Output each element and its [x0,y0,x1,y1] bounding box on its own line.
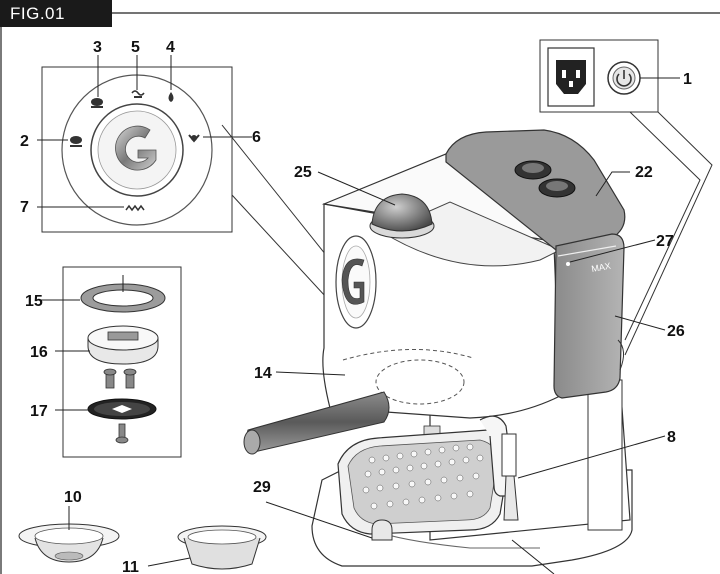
callout-17: 17 [30,403,48,420]
filter-holder-detail [37,266,182,458]
brand-logo-icon [115,125,157,171]
control-panel-detail [37,55,252,233]
water-tank [553,233,625,399]
callout-11: 11 [122,559,139,574]
callout-16: 16 [30,344,48,361]
single-filter [18,506,120,563]
coffee-cup-icon [91,98,103,108]
drip-tray-float [371,519,393,541]
callout-26: 26 [667,323,685,340]
callout-8: 8 [667,429,676,446]
callout-29: 29 [253,479,271,496]
steam-knob [371,193,433,232]
callout-14: 14 [254,365,272,382]
power-detail [539,39,680,113]
front-logo-icon [341,258,365,305]
dashed-brew-group [375,359,465,405]
leader-lines [265,171,666,574]
callout-7: 7 [20,199,29,216]
top-dark-section [445,129,626,251]
callout-22: 22 [635,164,653,181]
figure-label: FIG.01 [0,0,112,27]
double-filter [147,525,267,570]
max-level-mark: MAX [591,261,612,274]
callout-15: 15 [25,293,43,310]
callout-10: 10 [64,489,82,506]
steam-icon [131,90,145,98]
callout-3: 3 [93,39,102,56]
coffee-machine: MAX [243,129,633,567]
callout-27: 27 [656,233,674,250]
callout-2: 2 [20,133,29,150]
callout-5: 5 [131,39,140,56]
callout-25: 25 [294,164,312,181]
callout-6: 6 [252,129,261,146]
water-drop-icon [168,92,174,102]
callout-1: 1 [683,71,692,88]
callout-4: 4 [166,39,175,56]
heating-icon [125,204,145,212]
descale-icon [188,134,200,143]
double-cup-icon [70,136,82,147]
